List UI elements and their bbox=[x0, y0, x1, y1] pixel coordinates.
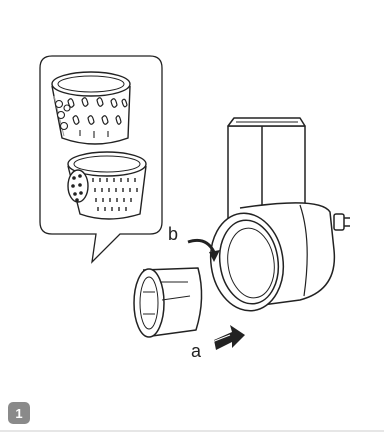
label-a: a bbox=[191, 341, 202, 361]
label-b: b bbox=[168, 224, 178, 244]
slicing-drum bbox=[52, 72, 130, 144]
drum-insert bbox=[134, 268, 202, 337]
arrow-a-icon bbox=[212, 325, 245, 350]
grating-drum bbox=[68, 152, 146, 219]
grater-housing bbox=[205, 118, 350, 316]
step-number-badge: 1 bbox=[8, 402, 30, 424]
